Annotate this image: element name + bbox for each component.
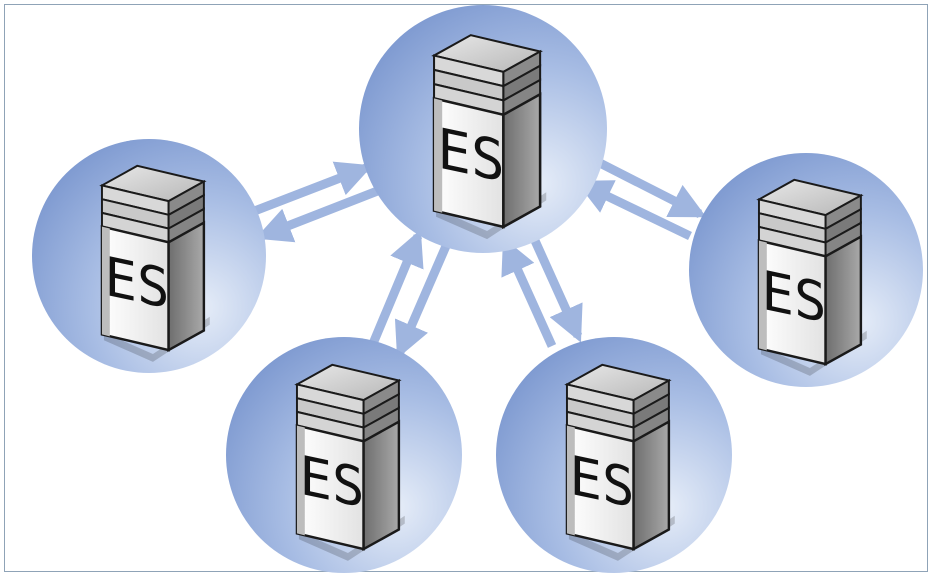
arrow-center-to-left <box>255 185 382 243</box>
diagram-frame <box>4 4 928 572</box>
arrow-bottomleft-to-center <box>367 229 424 348</box>
arrow-center-to-bottomright <box>527 232 583 343</box>
node-center-label: ES <box>437 116 504 196</box>
arrow-center-to-right <box>591 155 707 219</box>
node-right-label: ES <box>761 258 826 335</box>
arrow-center-to-bottomleft <box>394 244 451 359</box>
connector-arrows <box>250 155 707 359</box>
arrow-bottomright-to-center <box>501 237 557 348</box>
node-bottom-left: ES <box>226 337 462 573</box>
node-left-label: ES <box>104 244 169 321</box>
node-bottom-right: ES <box>496 337 732 573</box>
node-bottom-left-label: ES <box>299 443 364 520</box>
arrow-left-to-center <box>250 161 373 217</box>
node-bottom-right-label: ES <box>569 443 634 520</box>
node-center: ES <box>359 5 607 253</box>
node-left: ES <box>32 139 266 373</box>
arrow-right-to-center <box>575 179 692 241</box>
node-right: ES <box>689 153 923 387</box>
